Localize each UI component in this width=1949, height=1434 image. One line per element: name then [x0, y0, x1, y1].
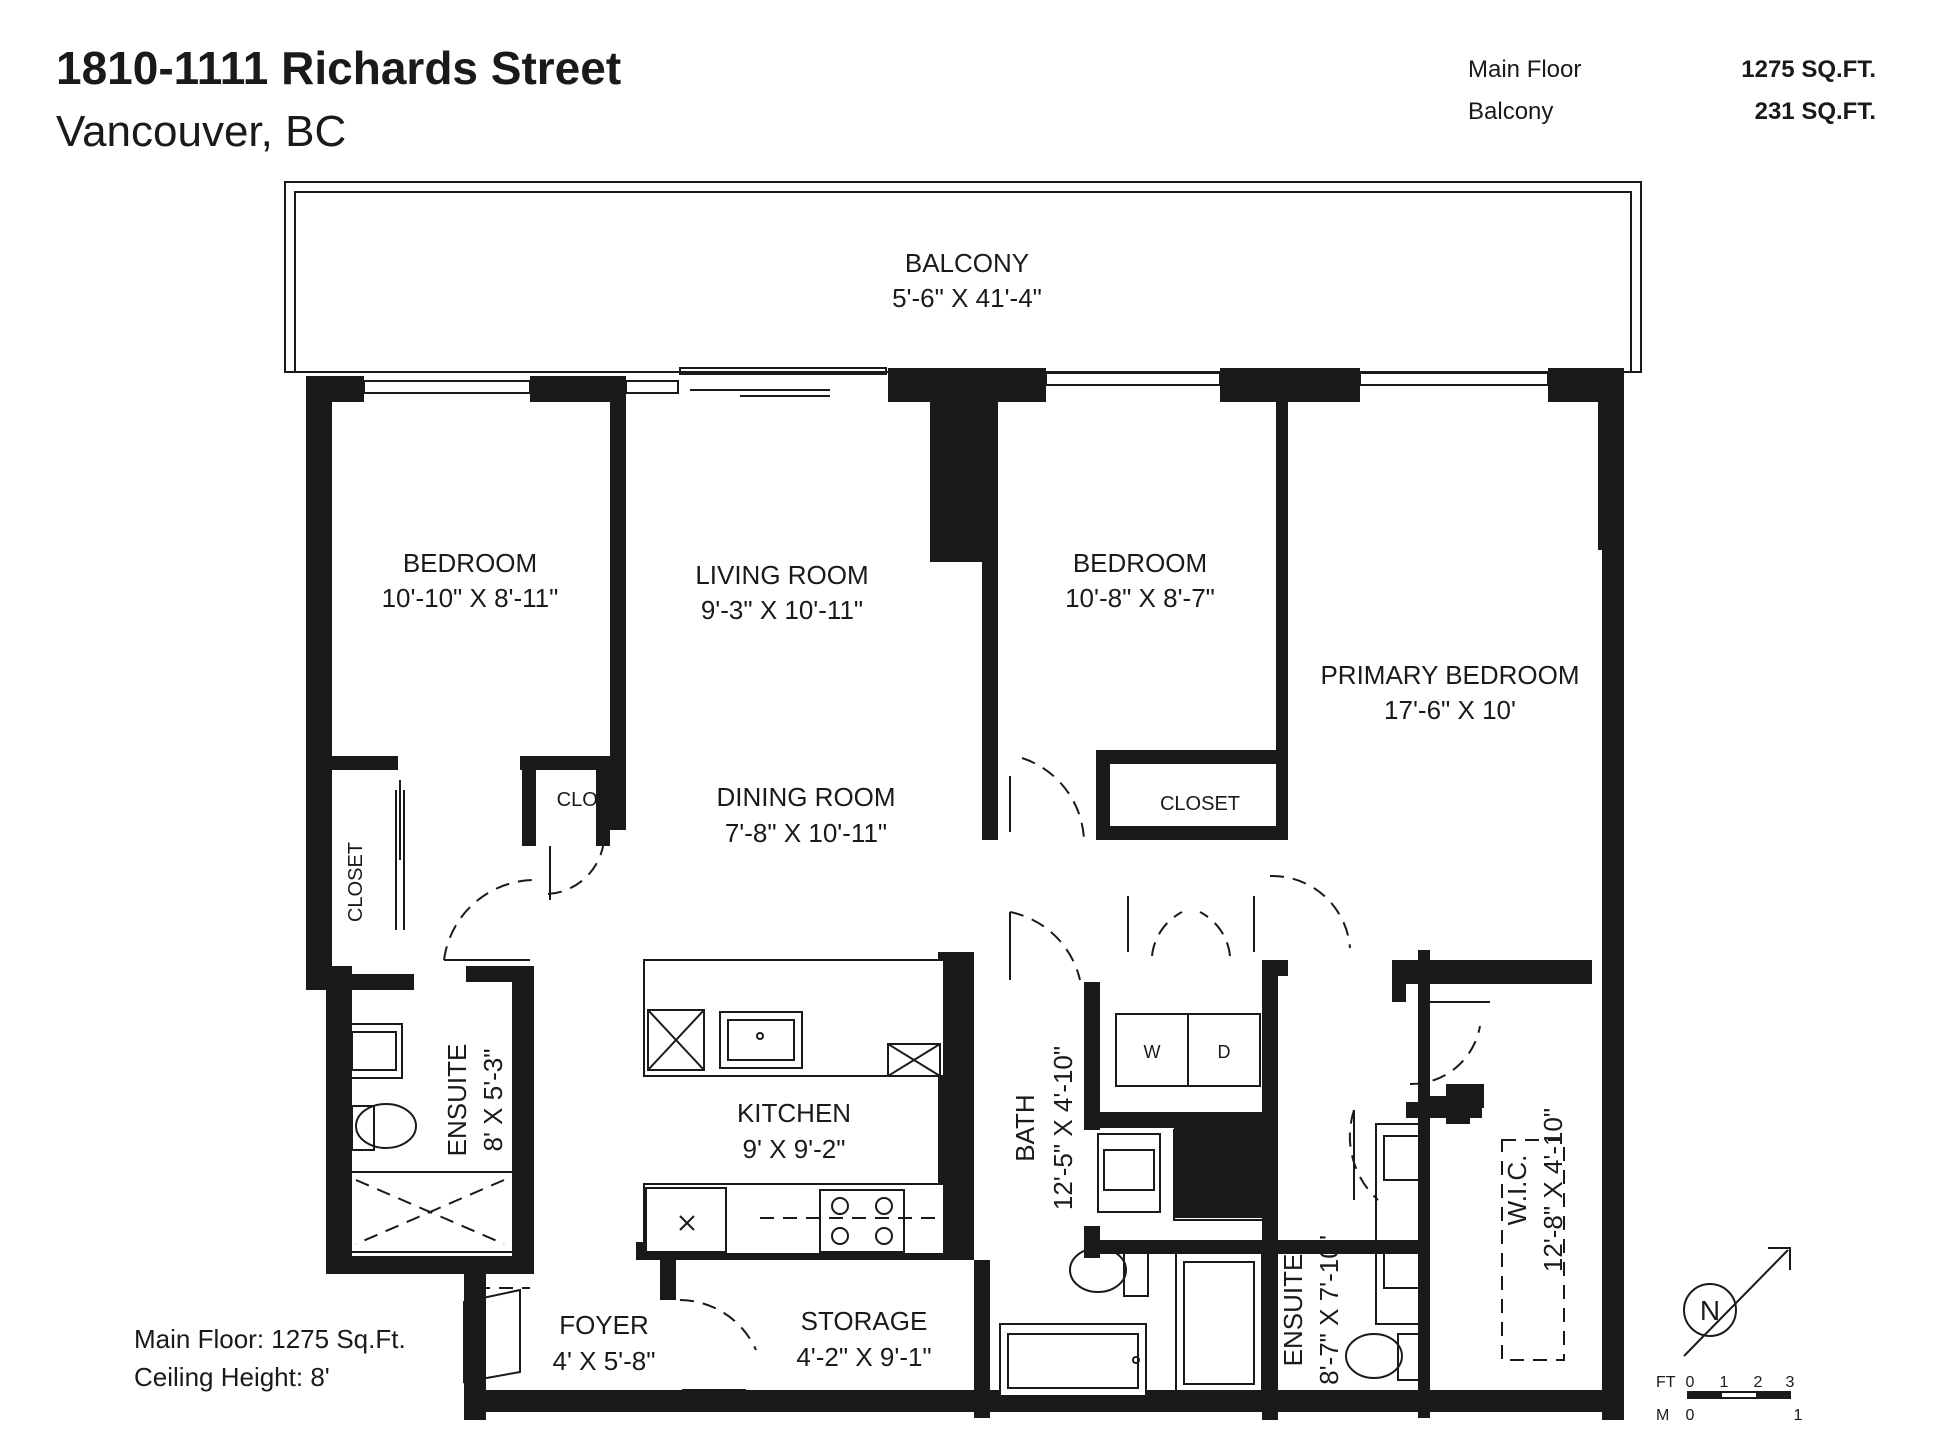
kitchen-fixtures — [643, 959, 970, 1258]
summary-value-main: 1275 SQ.FT. — [1741, 56, 1876, 83]
dining-room-dims: 7'-8" X 10'-11" — [725, 818, 887, 848]
bedroom-mid-dims: 10'-8" X 8'-7" — [1065, 583, 1215, 613]
closet-mid-name: CLOSET — [1160, 793, 1240, 815]
scale-m-tick-1: 1 — [1794, 1407, 1803, 1424]
living-room-name: LIVING ROOM — [695, 560, 868, 590]
wic-dims: 12'-8" X 4'-10" — [1538, 1108, 1568, 1272]
closet-small-name: CLO. — [557, 789, 604, 811]
storage-dims: 4'-2" X 9'-1" — [796, 1342, 931, 1372]
summary-value-balcony: 231 SQ.FT. — [1755, 98, 1876, 125]
balcony-name: BALCONY — [905, 248, 1029, 278]
scale-ft-tick-0: 0 — [1686, 1374, 1695, 1391]
summary-label-balcony: Balcony — [1468, 98, 1553, 125]
balcony-dims: 5'-6" X 41'-4" — [892, 283, 1042, 313]
bath-name: BATH — [1010, 1094, 1040, 1161]
wic-name: W.I.C. — [1502, 1155, 1532, 1226]
primary-bedroom-dims: 17'-6" X 10' — [1384, 695, 1516, 725]
scale-bar — [1687, 1391, 1791, 1399]
city-subtitle: Vancouver, BC — [56, 107, 346, 156]
bedroom-left-name: BEDROOM — [403, 548, 537, 578]
bath-fixtures — [999, 1133, 1161, 1397]
kitchen-name: KITCHEN — [737, 1098, 851, 1128]
bedroom-left-dims: 10'-10" X 8'-11" — [382, 583, 559, 613]
foyer-dims: 4' X 5'-8" — [553, 1346, 656, 1376]
primary-bedroom-name: PRIMARY BEDROOM — [1320, 660, 1579, 690]
scale-ft-tick-3: 3 — [1786, 1374, 1795, 1391]
address-title: 1810-1111 Richards Street — [56, 42, 621, 94]
storage-name: STORAGE — [801, 1306, 928, 1336]
footer-ceiling-height: Ceiling Height: 8' — [134, 1362, 330, 1392]
scale-ft-label: FT — [1656, 1374, 1676, 1391]
ensuite-left-fixtures — [345, 1023, 515, 1253]
kitchen-dims: 9' X 9'-2" — [743, 1134, 846, 1164]
bedroom-mid-name: BEDROOM — [1073, 548, 1207, 578]
walls — [306, 368, 1624, 1420]
living-room-dims: 9'-3" X 10'-11" — [701, 595, 863, 625]
footer-main-floor: Main Floor: 1275 Sq.Ft. — [134, 1324, 406, 1354]
dining-room-name: DINING ROOM — [716, 782, 895, 812]
closet-left-name: CLOSET — [345, 842, 367, 922]
north-compass-icon — [1683, 1247, 1791, 1357]
washer-label: W — [1144, 1042, 1161, 1062]
ensuite-left-name: ENSUITE — [442, 1044, 472, 1157]
sliding-door — [679, 367, 887, 397]
closet-left-shelf — [395, 790, 405, 930]
foyer-name: FOYER — [559, 1310, 649, 1340]
scale-m-tick-0: 0 — [1686, 1407, 1695, 1424]
laundry — [1115, 1013, 1261, 1087]
ensuite-right-fixtures — [1173, 1123, 1429, 1393]
wic-shelving — [1501, 1139, 1565, 1361]
door-swings — [399, 755, 1490, 1391]
scale-ft-tick-1: 1 — [1720, 1374, 1729, 1391]
scale-ft-tick-2: 2 — [1754, 1374, 1763, 1391]
summary-label-main: Main Floor — [1468, 56, 1581, 83]
scale-m-label: M — [1656, 1407, 1669, 1424]
windows — [363, 372, 1549, 394]
dryer-label: D — [1218, 1042, 1231, 1062]
bath-dims: 12'-5" X 4'-10" — [1048, 1046, 1078, 1210]
compass-letter: N — [1700, 1295, 1720, 1326]
ensuite-right-dims: 8'-7" X 7'-10" — [1314, 1235, 1344, 1385]
ensuite-right-name: ENSUITE — [1278, 1254, 1308, 1367]
ensuite-left-dims: 8' X 5'-3" — [478, 1049, 508, 1152]
